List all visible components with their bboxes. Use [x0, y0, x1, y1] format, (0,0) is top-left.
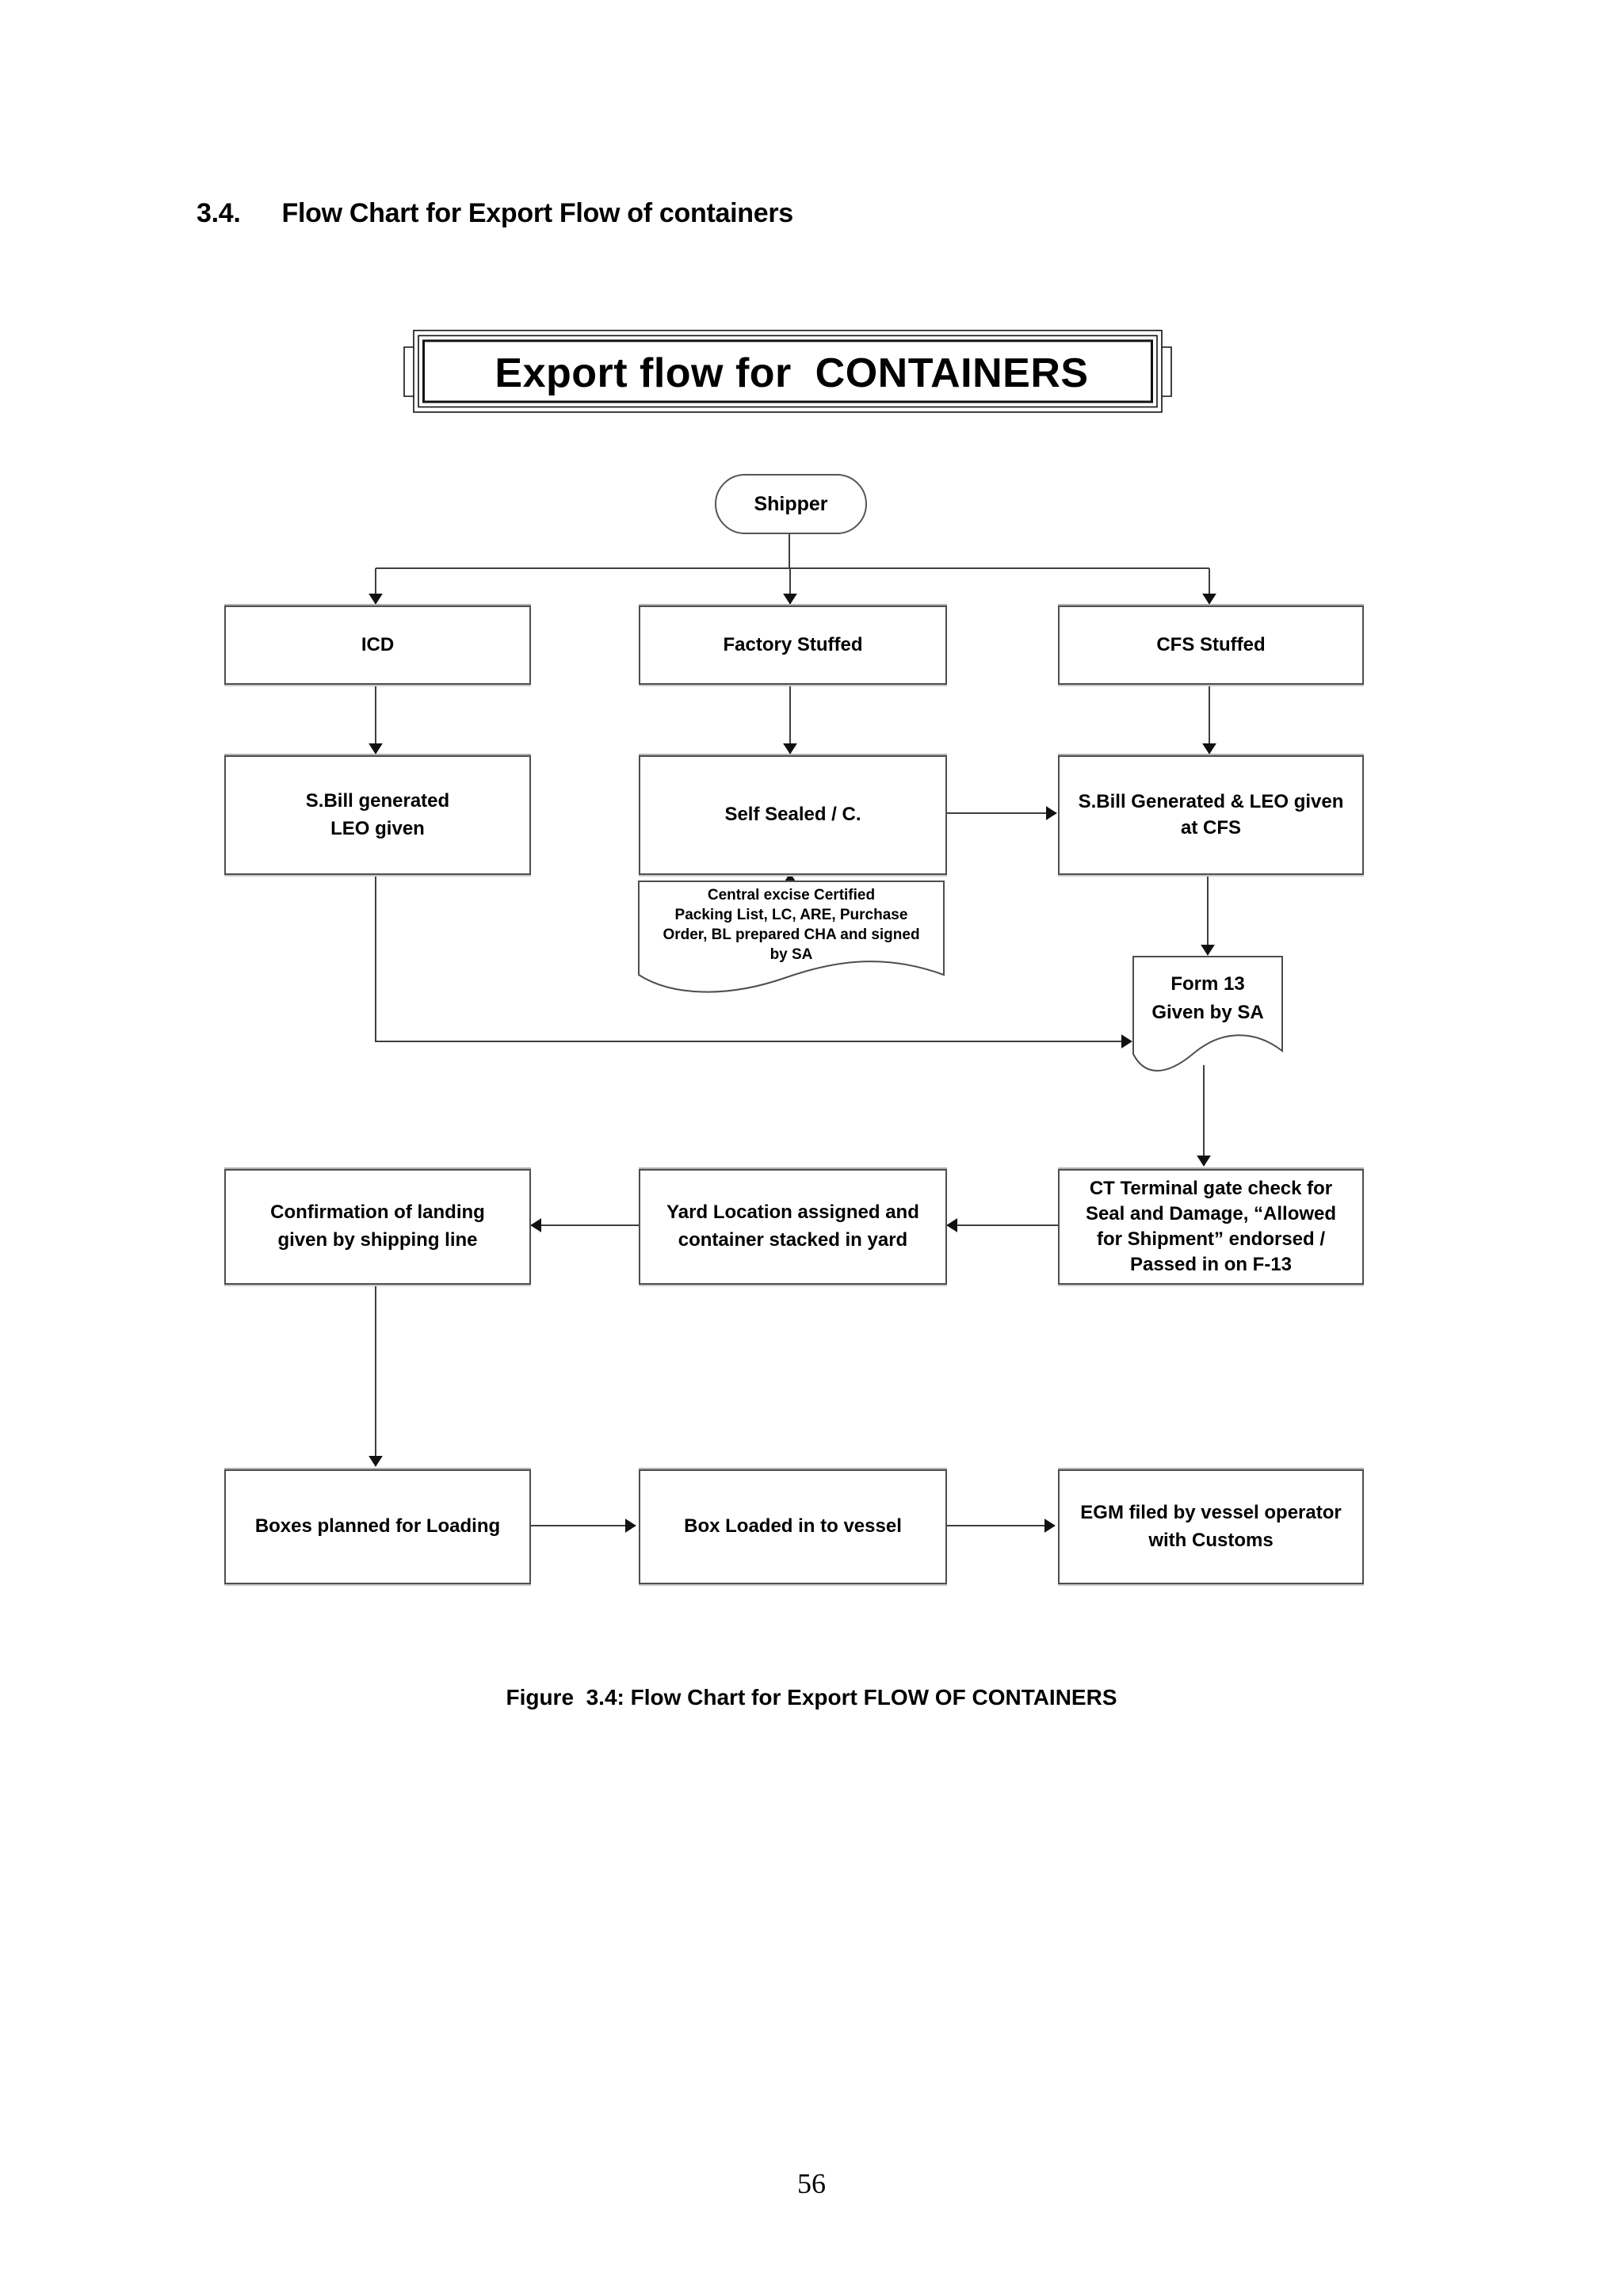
- page-number: 56: [797, 2168, 826, 2199]
- banner-border: [403, 330, 1172, 413]
- section-heading: 3.4. Flow Chart for Export Flow of conta…: [197, 198, 793, 229]
- node-egm-filed: EGM filed by vessel operator with Custom…: [1058, 1469, 1364, 1584]
- node-form-13: Form 13 Given by SA: [1151, 973, 1264, 1023]
- central-excise-doc-shape: [638, 881, 945, 993]
- node-boxes-planned: Boxes planned for Loading: [224, 1469, 531, 1584]
- node-central-excise: Central excise Certified Packing List, L…: [663, 887, 920, 964]
- node-shipper: Shipper: [715, 474, 867, 534]
- node-box-loaded: Box Loaded in to vessel: [639, 1469, 947, 1584]
- form13-doc-shape: [1132, 956, 1283, 1072]
- section-title: Flow Chart for Export Flow of containers: [281, 198, 794, 228]
- node-icd: ICD: [224, 606, 531, 685]
- node-sbill-generated-cfs: S.Bill Generated & LEO given at CFS: [1058, 755, 1364, 875]
- section-number: 3.4.: [197, 198, 241, 228]
- node-ct-terminal: CT Terminal gate check for Seal and Dama…: [1058, 1169, 1364, 1285]
- banner-title: Export flow for CONTAINERS: [495, 350, 1089, 396]
- node-confirmation-landing: Confirmation of landing given by shippin…: [224, 1169, 531, 1285]
- node-self-sealed: Self Sealed / C.: [639, 755, 947, 875]
- node-factory-stuffed: Factory Stuffed: [639, 606, 947, 685]
- flow-arrows: [369, 531, 1216, 1533]
- figure-caption: Figure 3.4: Flow Chart for Export FLOW O…: [506, 1685, 1117, 1710]
- node-yard-location: Yard Location assigned and container sta…: [639, 1169, 947, 1285]
- node-cfs-stuffed: CFS Stuffed: [1058, 606, 1364, 685]
- node-sbill-generated-leo: S.Bill generated LEO given: [224, 755, 531, 875]
